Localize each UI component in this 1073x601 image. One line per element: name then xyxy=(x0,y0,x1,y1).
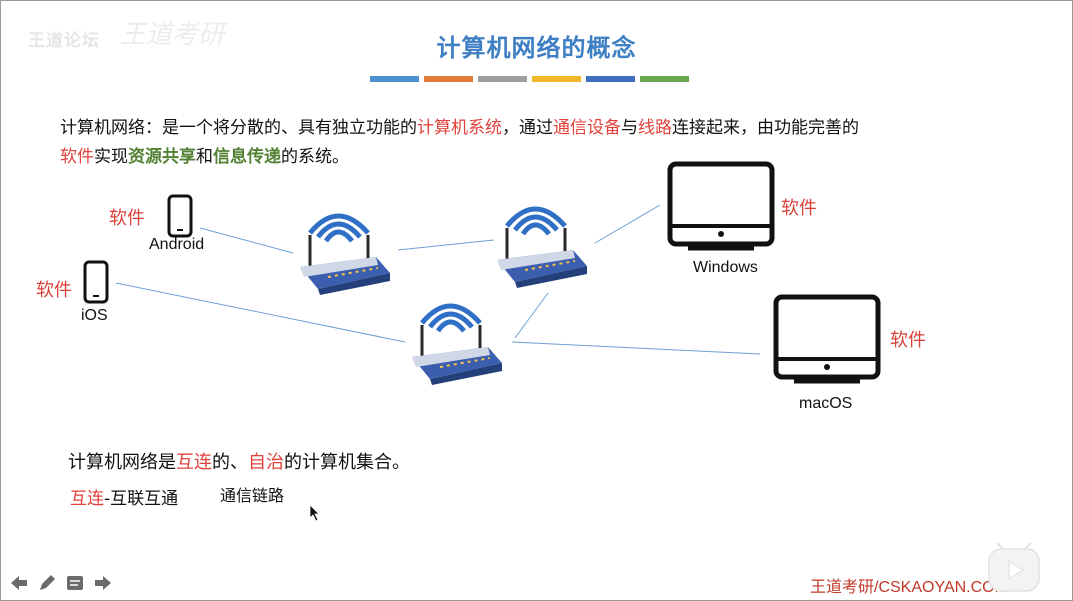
pencil-icon[interactable] xyxy=(36,572,58,594)
software-label-ios: 软件 xyxy=(36,280,72,301)
title-color-bar xyxy=(424,76,473,82)
def-text: 的系统。 xyxy=(281,147,349,167)
router-icon xyxy=(412,303,502,385)
title-color-bars xyxy=(370,76,689,82)
arrow-right-icon[interactable] xyxy=(92,572,114,594)
arrow-left-icon[interactable] xyxy=(8,572,30,594)
device-label-windows: Windows xyxy=(693,259,758,276)
link-router2-windows xyxy=(594,204,661,244)
footer-brand: 王道考研/CSKAOYAN.COM xyxy=(810,579,1008,596)
watermark-brand: 王道论坛 xyxy=(28,31,100,51)
monitor-icon xyxy=(667,161,775,251)
title-color-bar xyxy=(370,76,419,82)
definition-paragraph: 计算机网络：是一个将分散的、具有独立功能的计算机系统，通过通信设备与线路连接起来… xyxy=(60,114,1020,172)
router-icon xyxy=(300,213,390,295)
watermark-script: 王道考研 xyxy=(120,20,225,50)
summary-interconnect: 互连 xyxy=(176,452,212,473)
interconnect-term: 互连 xyxy=(70,489,104,509)
link-note: 通信链路 xyxy=(220,486,285,505)
summary-text: 的、 xyxy=(212,452,248,473)
title-color-bar xyxy=(532,76,581,82)
title-color-bar xyxy=(586,76,635,82)
interconnect-desc: -互联互通 xyxy=(104,489,179,509)
def-text: 和 xyxy=(196,147,213,167)
device-label-macos: macOS xyxy=(799,395,853,412)
summary-line: 计算机网络是互连的、自治的计算机集合。 xyxy=(68,448,410,474)
device-label-android: Android xyxy=(149,236,205,253)
def-text: 连接起来，由功能完善的 xyxy=(672,118,859,138)
summary-text: 计算机网络是 xyxy=(68,452,176,473)
def-comm-device: 通信设备 xyxy=(553,118,621,138)
slide-nav-toolbar xyxy=(8,572,114,594)
mouse-cursor-icon xyxy=(309,504,320,522)
title-color-bar xyxy=(640,76,689,82)
def-text: 计算机网络：是一个将分散的、具有独立功能的 xyxy=(60,118,417,138)
link-router1-router2 xyxy=(397,239,495,251)
summary-text: 的计算机集合。 xyxy=(284,452,410,473)
def-computer-system: 计算机系统 xyxy=(417,118,502,138)
phone-icon xyxy=(83,260,109,304)
def-info-transfer: 信息传递 xyxy=(213,147,281,167)
slide-title: 计算机网络的概念 xyxy=(436,34,637,62)
def-text: ，通过 xyxy=(502,118,553,138)
software-label-android: 软件 xyxy=(109,208,145,229)
interconnect-note: 互连-互联互通 xyxy=(70,484,178,509)
router-icon xyxy=(497,206,587,288)
link-ios-router3 xyxy=(115,282,406,343)
def-text: 实现 xyxy=(94,147,128,167)
def-resource-sharing: 资源共享 xyxy=(128,147,196,167)
device-label-ios: iOS xyxy=(81,307,108,324)
link-android-router1 xyxy=(199,227,294,254)
software-label-windows: 软件 xyxy=(781,198,817,219)
def-software: 软件 xyxy=(60,147,94,167)
def-line: 线路 xyxy=(638,118,672,138)
link-router3-router2 xyxy=(514,292,549,339)
summary-autonomous: 自治 xyxy=(248,452,284,473)
connection-lines xyxy=(115,204,761,355)
link-router3-macos xyxy=(511,341,761,355)
phone-icon xyxy=(167,194,193,238)
title-color-bar xyxy=(478,76,527,82)
def-text: 与 xyxy=(621,118,638,138)
monitor-icon xyxy=(773,294,881,384)
play-icon[interactable] xyxy=(985,543,1045,595)
software-label-macos: 软件 xyxy=(890,330,926,351)
notes-icon[interactable] xyxy=(64,572,86,594)
